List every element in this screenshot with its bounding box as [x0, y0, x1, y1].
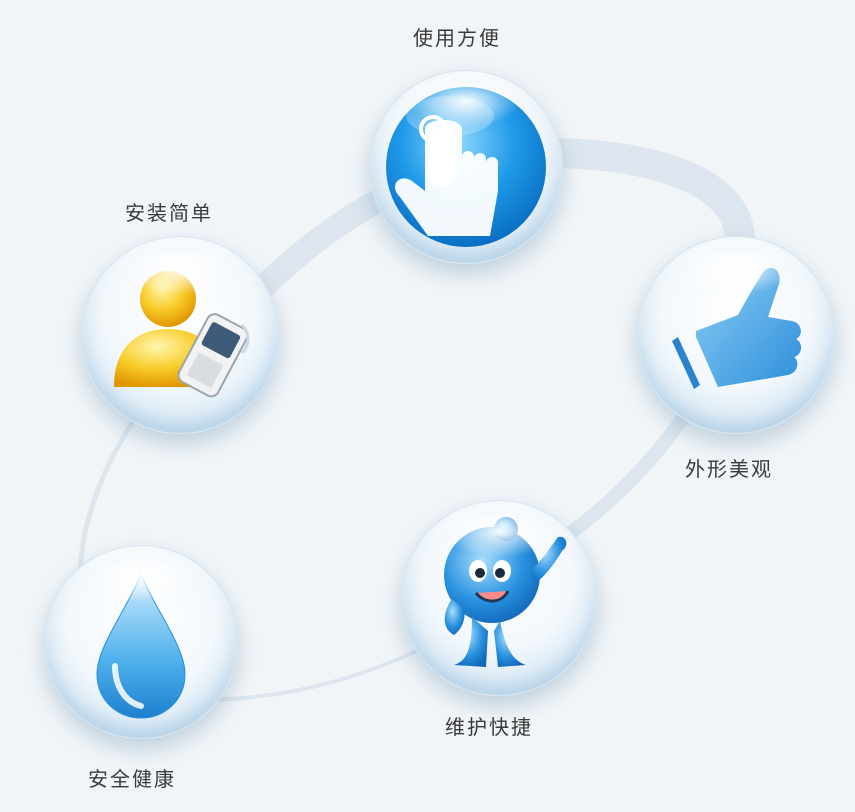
water-drop-icon — [96, 572, 186, 719]
thumbs-up-icon — [672, 267, 802, 389]
feature-bubble-safe-healthy[interactable] — [44, 545, 238, 739]
feature-bubble-nice-look[interactable] — [637, 236, 835, 434]
feature-label-nice-look: 外形美观 — [685, 457, 773, 481]
feature-bubble-easy-install[interactable] — [81, 236, 279, 434]
feature-label-easy-install: 安装简单 — [125, 201, 213, 225]
user-phone-icon — [114, 271, 250, 398]
feature-bubble-easy-use[interactable] — [369, 70, 563, 264]
feature-label-quick-maintain: 维护快捷 — [445, 715, 533, 739]
touch-hand-icon — [386, 87, 546, 247]
feature-label-safe-healthy: 安全健康 — [88, 767, 176, 791]
feature-bubble-quick-maintain[interactable] — [401, 500, 597, 696]
feature-label-easy-use: 使用方便 — [413, 26, 501, 50]
water-mascot-icon — [444, 517, 567, 667]
